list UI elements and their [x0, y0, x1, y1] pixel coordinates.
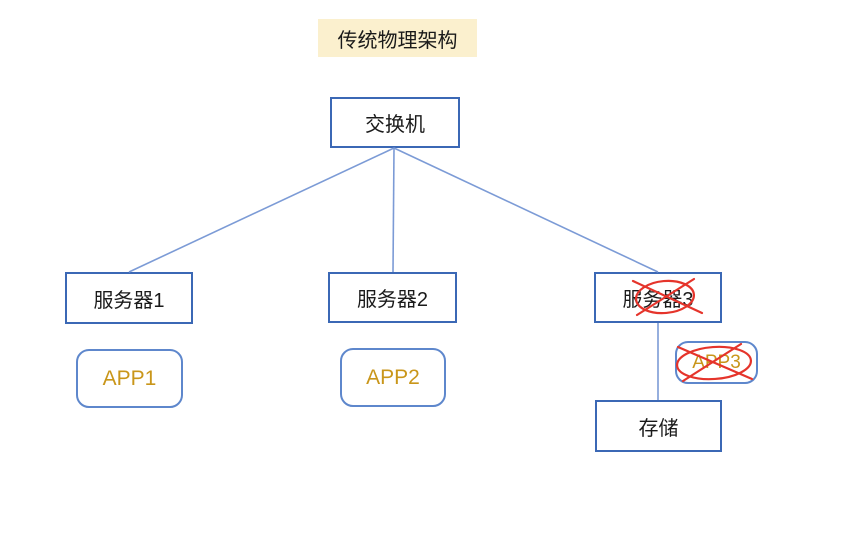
node-server2: 服务器2 — [328, 272, 457, 323]
node-server1: 服务器1 — [65, 272, 193, 324]
connector-switch-server2 — [392, 147, 395, 273]
connector-switch-server3 — [393, 147, 659, 273]
node-app3: APP3 — [675, 341, 758, 384]
node-app3-label: APP3 — [692, 351, 741, 373]
node-server1-label: 服务器1 — [93, 289, 165, 312]
node-switch-label: 交换机 — [365, 114, 425, 136]
node-app2: APP2 — [340, 348, 446, 407]
node-server2-label: 服务器2 — [356, 289, 429, 311]
node-app1-label: APP1 — [102, 366, 157, 390]
node-storage: 存储 — [595, 400, 722, 452]
connector-switch-server1 — [128, 147, 395, 273]
node-switch: 交换机 — [330, 97, 460, 148]
node-app1: APP1 — [76, 349, 183, 408]
node-storage-label: 存储 — [638, 417, 679, 440]
node-server3: 服务器3 — [594, 272, 722, 323]
node-server3-label: 服务器3 — [622, 289, 694, 311]
diagram-title: 传统物理架构 — [318, 19, 477, 57]
node-app2-label: APP2 — [366, 365, 420, 389]
